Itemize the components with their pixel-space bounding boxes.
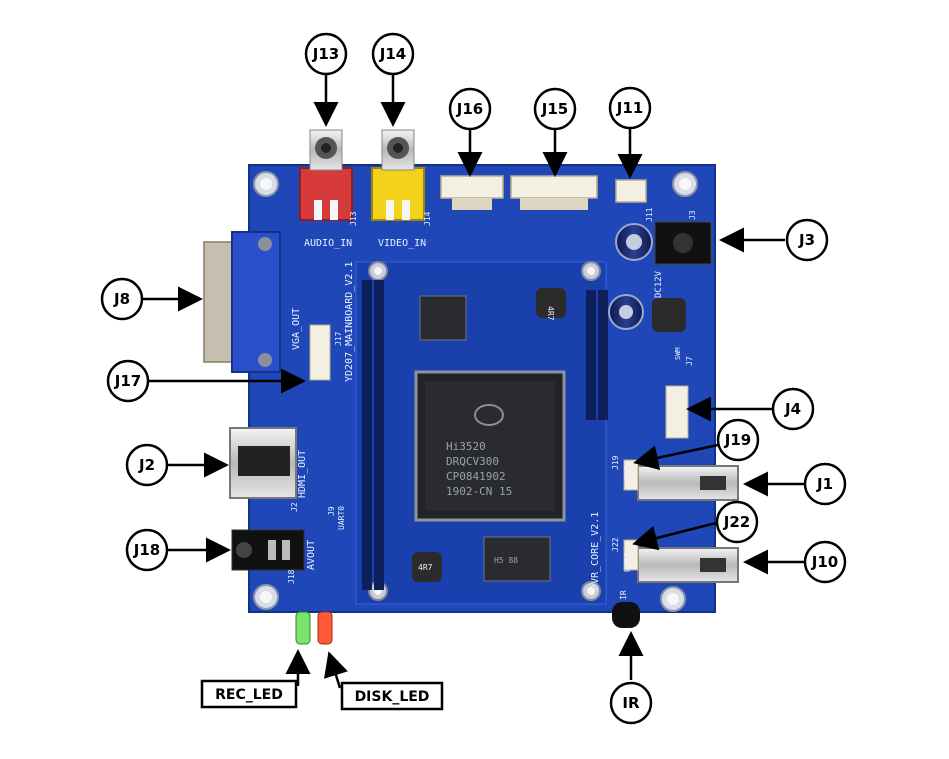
svg-text:J4: J4 (784, 400, 801, 418)
silk-dvr-core: DVR_CORE_V2.1 (590, 512, 601, 590)
label-disk-led: DISK_LED (340, 681, 444, 711)
callout-j22: J22 (715, 500, 759, 544)
svg-text:J22: J22 (723, 513, 750, 531)
silk-j14: J14 (423, 211, 432, 226)
connector-j4 (665, 385, 689, 439)
silk-j11: J11 (645, 207, 654, 222)
silk-j17: J17 (334, 331, 343, 346)
usb-connector-j10 (637, 547, 739, 583)
silk-j9: J9 (327, 506, 336, 516)
rca-video-jack (371, 129, 425, 221)
silk-swm: SWM (674, 347, 682, 360)
callout-j3: J3 (785, 218, 829, 262)
pin-headers (362, 280, 608, 590)
svg-text:J1: J1 (816, 475, 833, 493)
callout-j18: J18 (125, 528, 169, 572)
silk-j3: J3 (688, 210, 697, 220)
silk-j18: J18 (287, 569, 296, 584)
connector-j17 (309, 324, 331, 381)
vga-connector (203, 231, 281, 373)
small-ics: H5 88 (419, 295, 551, 582)
silk-j13: J13 (349, 211, 358, 226)
svg-text:J19: J19 (724, 431, 751, 449)
silk-hdmi-out: HDMI_OUT (297, 450, 308, 498)
callout-j15: J15 (533, 87, 577, 131)
ir-receiver (612, 602, 640, 628)
electrolytic-capacitors (608, 223, 653, 330)
audio-jack (231, 529, 305, 571)
silk-j22: J22 (611, 537, 620, 552)
silk-usb1: USB1 (623, 461, 632, 480)
soc-chip: Hi3520 DRQCV300 CP0841902 1902-CN 15 (414, 370, 566, 522)
connector-j11 (615, 179, 647, 203)
silk-inductor-top: 4R7 (546, 306, 555, 321)
silkscreen-labels: AUDIO_IN VIDEO_IN J13 J14 VGA_OUT J17 YD… (287, 207, 697, 600)
chip-line-1: Hi3520 (446, 440, 486, 453)
svg-text:IR: IR (622, 694, 640, 712)
silk-usb2: USB2 (623, 553, 632, 572)
label-rec-led: REC_LED (200, 679, 298, 709)
silk-inductor-bottom: 4R7 (418, 563, 433, 572)
callout-j19: J19 (716, 418, 760, 462)
chip-line-3: CP0841902 (446, 470, 506, 483)
silk-video-in: VIDEO_IN (378, 238, 426, 249)
dc-power-jack (654, 221, 712, 265)
silk-vga-out: VGA_OUT (291, 308, 302, 350)
svg-text:J11: J11 (616, 99, 643, 117)
svg-text:J13: J13 (312, 45, 339, 63)
chip-line-2: DRQCV300 (446, 455, 499, 468)
silk-j19: J19 (611, 455, 620, 470)
callout-j14: J14 (371, 32, 415, 76)
callout-j4: J4 (771, 387, 815, 431)
svg-text:J17: J17 (114, 372, 141, 390)
svg-text:DISK_LED: DISK_LED (355, 689, 430, 705)
svg-text:J2: J2 (138, 456, 155, 474)
callout-j16: J16 (448, 87, 492, 131)
silk-uart0: UART0 (337, 506, 346, 530)
silk-avout: AVOUT (306, 540, 317, 570)
callout-j2: J2 (125, 443, 169, 487)
silk-ir: IR (619, 590, 628, 600)
silk-dc12v: DC12V (654, 270, 664, 298)
svg-text:J16: J16 (456, 100, 483, 118)
usb-connector-j1 (637, 465, 739, 501)
callout-arrows (143, 74, 804, 689)
led-disk (317, 611, 333, 645)
hdmi-connector (229, 427, 297, 499)
callout-j17: J17 (106, 359, 150, 403)
ram-label: H5 88 (494, 556, 518, 565)
connector-j15 (510, 175, 598, 210)
svg-text:J3: J3 (798, 231, 815, 249)
mounting-holes (253, 171, 698, 612)
svg-text:J14: J14 (379, 45, 406, 63)
callout-j8: J8 (100, 277, 144, 321)
inductors (412, 288, 686, 582)
rca-audio-jack (299, 129, 353, 221)
svg-text:J10: J10 (811, 553, 838, 571)
callout-j10: J10 (803, 540, 847, 584)
silk-mainboard: YD207_MAINBOARD_V2.1 (344, 262, 355, 382)
callout-ir: IR (609, 681, 653, 725)
svg-text:J8: J8 (113, 290, 130, 308)
svg-text:J18: J18 (133, 541, 160, 559)
silk-j2: J2 (290, 502, 299, 512)
svg-text:J15: J15 (541, 100, 568, 118)
callout-j13: J13 (304, 32, 348, 76)
led-rec (295, 611, 311, 645)
callout-j1: J1 (803, 462, 847, 506)
chip-line-4: 1902-CN 15 (446, 485, 512, 498)
silk-j7: J7 (685, 356, 694, 366)
callout-j11: J11 (608, 86, 652, 130)
silk-audio-in: AUDIO_IN (304, 238, 352, 249)
svg-text:REC_LED: REC_LED (215, 687, 283, 703)
